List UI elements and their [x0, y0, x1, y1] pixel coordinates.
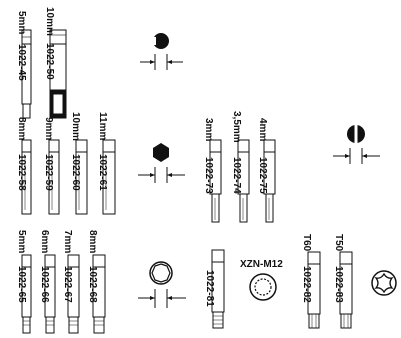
bit-size-label: 11mm	[97, 112, 108, 140]
bit-size-label: T60	[301, 234, 312, 252]
bit-1022-81	[211, 249, 225, 329]
bit-size-label: 5mm	[16, 11, 27, 34]
bit-part-label: 1022-75	[257, 157, 268, 194]
bit-size-label: 3mm	[203, 118, 214, 141]
bit-1022-83	[339, 251, 353, 329]
bit-size-label: 7mm	[62, 230, 73, 253]
bit-size-label: T50	[333, 234, 344, 252]
spline-profile-icon	[249, 273, 277, 301]
bit-1022-66	[44, 254, 56, 334]
bit-size-label: 9mm	[43, 117, 54, 140]
bit-size-label: 6mm	[39, 230, 50, 253]
bit-group-row4: 5mm 1022-65 6mm 1022-66 7mm 1022-67 8mm …	[16, 230, 106, 334]
bit-part-label: 1022-68	[87, 266, 98, 303]
bit-size-label: 4mm	[257, 118, 268, 141]
twelve-point-profile-icon	[138, 261, 186, 308]
bit-part-label: 1022-74	[231, 157, 242, 194]
bit-part-label: 1022-73	[203, 157, 214, 194]
bit-1022-74	[237, 139, 250, 223]
bit-group-row5: 1022-81 XZN-M12	[204, 249, 283, 329]
bit-part-label: 1022-50	[44, 43, 55, 80]
bit-1022-50	[49, 29, 67, 119]
round-slotted-profile-icon	[140, 33, 183, 70]
bit-1022-67	[67, 254, 80, 334]
hex-profile-icon	[138, 143, 185, 183]
bit-part-label: 1022-67	[62, 266, 73, 303]
bit-part-label: 1022-81	[204, 270, 215, 307]
bit-part-label: 1022-83	[333, 266, 344, 303]
bit-1022-75	[263, 139, 276, 223]
bit-part-label: 1022-82	[301, 266, 312, 303]
bit-part-label: 1022-65	[16, 266, 27, 303]
bit-1022-61	[102, 139, 116, 215]
slotted-round-profile-icon	[333, 124, 380, 164]
bit-part-label: 1022-45	[16, 44, 27, 81]
bit-size-label: 10mm	[44, 7, 55, 36]
bit-1022-65	[21, 254, 32, 334]
bit-1022-68	[92, 254, 106, 334]
bit-part-label: 1022-60	[70, 154, 81, 191]
bit-group-row6: T60 1022-82 T50 1022-83	[301, 234, 353, 329]
bit-1022-58	[21, 139, 32, 215]
bit-size-label: 10mm	[70, 112, 81, 141]
bit-1022-73	[209, 139, 222, 223]
bit-part-label: 1022-61	[97, 154, 108, 191]
bit-group-row3: 3mm 1022-73 3,5mm 1022-74 4mm 1022-75	[203, 111, 276, 223]
bit-1022-82	[307, 251, 321, 329]
bit-1022-59	[48, 139, 60, 215]
spline-label: XZN-M12	[240, 259, 283, 270]
bit-group-row2: 8mm 1022-58 9mm 1022-59 10mm 1022-60 11m…	[16, 112, 116, 215]
bit-size-label: 8mm	[87, 230, 98, 253]
bit-size-label: 8mm	[16, 117, 27, 140]
bit-size-label: 3,5mm	[231, 111, 242, 143]
torx-profile-icon	[371, 270, 397, 296]
bit-size-label: 5mm	[16, 230, 27, 253]
bit-part-label: 1022-59	[43, 154, 54, 191]
bit-part-label: 1022-66	[39, 266, 50, 303]
bit-group-row1: 5mm 1022-45 10mm 1022-50	[16, 7, 67, 119]
bit-1022-60	[75, 139, 88, 215]
bit-part-label: 1022-58	[16, 154, 27, 191]
bit-1022-45	[21, 29, 32, 119]
